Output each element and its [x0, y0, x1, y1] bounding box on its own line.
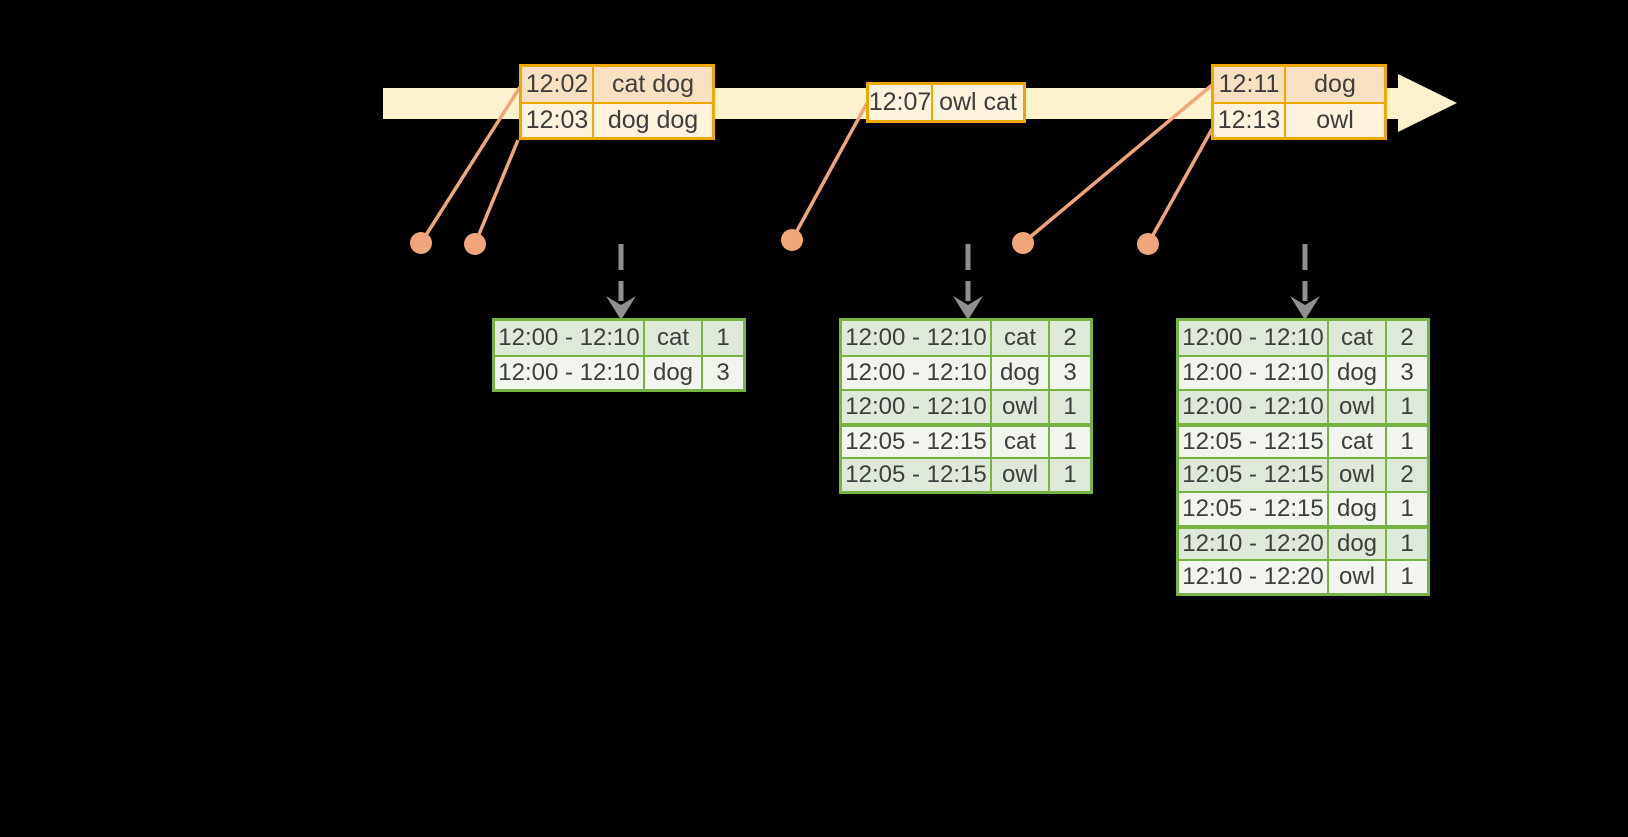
word-cell: owl — [1327, 459, 1385, 491]
window-cell: 12:05 - 12:15 — [1182, 461, 1324, 488]
count-cell: 1 — [1385, 529, 1427, 559]
word-cell: owl — [990, 459, 1048, 491]
time-cell: 12:03 — [525, 106, 589, 134]
window-cell: 12:00 - 12:10 — [845, 324, 987, 351]
connector-line-1213 — [1146, 128, 1214, 245]
connector-line-1202 — [419, 86, 522, 244]
word-cell: owl — [1327, 561, 1385, 593]
event-dot-1207 — [781, 229, 803, 251]
window-cell: 12:05 - 12:15 — [1182, 495, 1324, 522]
count-cell: 2 — [1385, 321, 1427, 355]
time-cell: 12:11 — [1218, 70, 1280, 98]
count-cell: 1 — [1048, 391, 1090, 423]
word-cell: owl — [1327, 391, 1385, 423]
window-cell: 12:05 - 12:15 — [1182, 428, 1324, 455]
count-cell: 1 — [1048, 459, 1090, 491]
word-cell: cat — [990, 321, 1048, 355]
trigger-arrow-icon-3 — [1290, 244, 1320, 320]
words-cell: dog — [1284, 67, 1384, 102]
count-cell: 1 — [1385, 561, 1427, 593]
event-dot-1203 — [464, 233, 486, 255]
words-cell: cat dog — [592, 67, 712, 102]
connector-line-1211 — [1021, 83, 1214, 245]
word-cell: dog — [990, 357, 1048, 389]
time-cell: 12:13 — [1217, 106, 1281, 134]
event-dot-1213 — [1137, 233, 1159, 255]
count-cell: 2 — [1048, 321, 1090, 355]
word-cell: dog — [1327, 529, 1385, 559]
window-cell: 12:00 - 12:10 — [1182, 359, 1324, 386]
timeline-arrowhead-icon — [1398, 74, 1457, 132]
word-cell: cat — [1327, 427, 1385, 457]
count-cell: 3 — [701, 357, 743, 389]
count-cell: 1 — [1385, 493, 1427, 525]
count-cell: 2 — [1385, 459, 1427, 491]
words-cell: dog dog — [592, 104, 712, 137]
count-cell: 3 — [1385, 357, 1427, 389]
words-cell: owl — [1284, 104, 1384, 137]
trigger-arrow-icon-1 — [606, 244, 636, 320]
count-cell: 1 — [701, 321, 743, 355]
count-cell: 1 — [1385, 427, 1427, 457]
window-cell: 12:00 - 12:10 — [1182, 324, 1324, 351]
time-cell: 12:07 — [868, 88, 932, 116]
word-cell: dog — [643, 357, 701, 389]
word-cell: cat — [643, 321, 701, 355]
word-cell: cat — [1327, 321, 1385, 355]
word-cell: cat — [990, 427, 1048, 457]
words-cell: owl cat — [931, 85, 1023, 120]
word-cell: owl — [990, 391, 1048, 423]
connector-line-1203 — [473, 139, 520, 245]
window-cell: 12:00 - 12:10 — [845, 359, 987, 386]
word-cell: dog — [1327, 493, 1385, 525]
window-cell: 12:00 - 12:10 — [498, 359, 640, 386]
window-cell: 12:05 - 12:15 — [845, 428, 987, 455]
event-dot-1211 — [1012, 232, 1034, 254]
count-cell: 3 — [1048, 357, 1090, 389]
connector-line-1207 — [790, 102, 869, 241]
count-cell: 1 — [1048, 427, 1090, 457]
window-cell: 12:05 - 12:15 — [845, 461, 987, 488]
count-cell: 1 — [1385, 391, 1427, 423]
window-cell: 12:00 - 12:10 — [498, 324, 640, 351]
word-cell: dog — [1327, 357, 1385, 389]
event-dot-1202 — [410, 232, 432, 254]
window-cell: 12:00 - 12:10 — [845, 393, 987, 420]
window-cell: 12:10 - 12:20 — [1182, 530, 1324, 557]
time-cell: 12:02 — [525, 70, 589, 98]
window-cell: 12:10 - 12:20 — [1182, 563, 1324, 590]
window-cell: 12:00 - 12:10 — [1182, 393, 1324, 420]
trigger-arrow-icon-2 — [953, 244, 983, 320]
